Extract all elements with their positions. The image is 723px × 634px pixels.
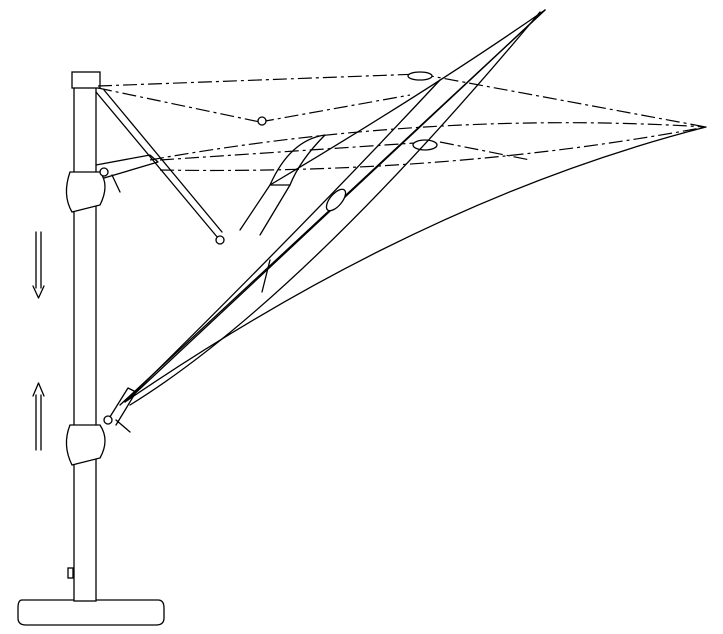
- arrow-down-icon: [32, 231, 45, 299]
- canopy-horizontal-position: [65, 71, 707, 245]
- pole-cap: [71, 71, 101, 89]
- arrow-up-icon: [32, 382, 45, 451]
- umbrella-pole: [73, 85, 97, 602]
- canopy-tilted-position: [65, 9, 707, 466]
- umbrella-base: [17, 599, 165, 626]
- base-lock: [67, 567, 74, 579]
